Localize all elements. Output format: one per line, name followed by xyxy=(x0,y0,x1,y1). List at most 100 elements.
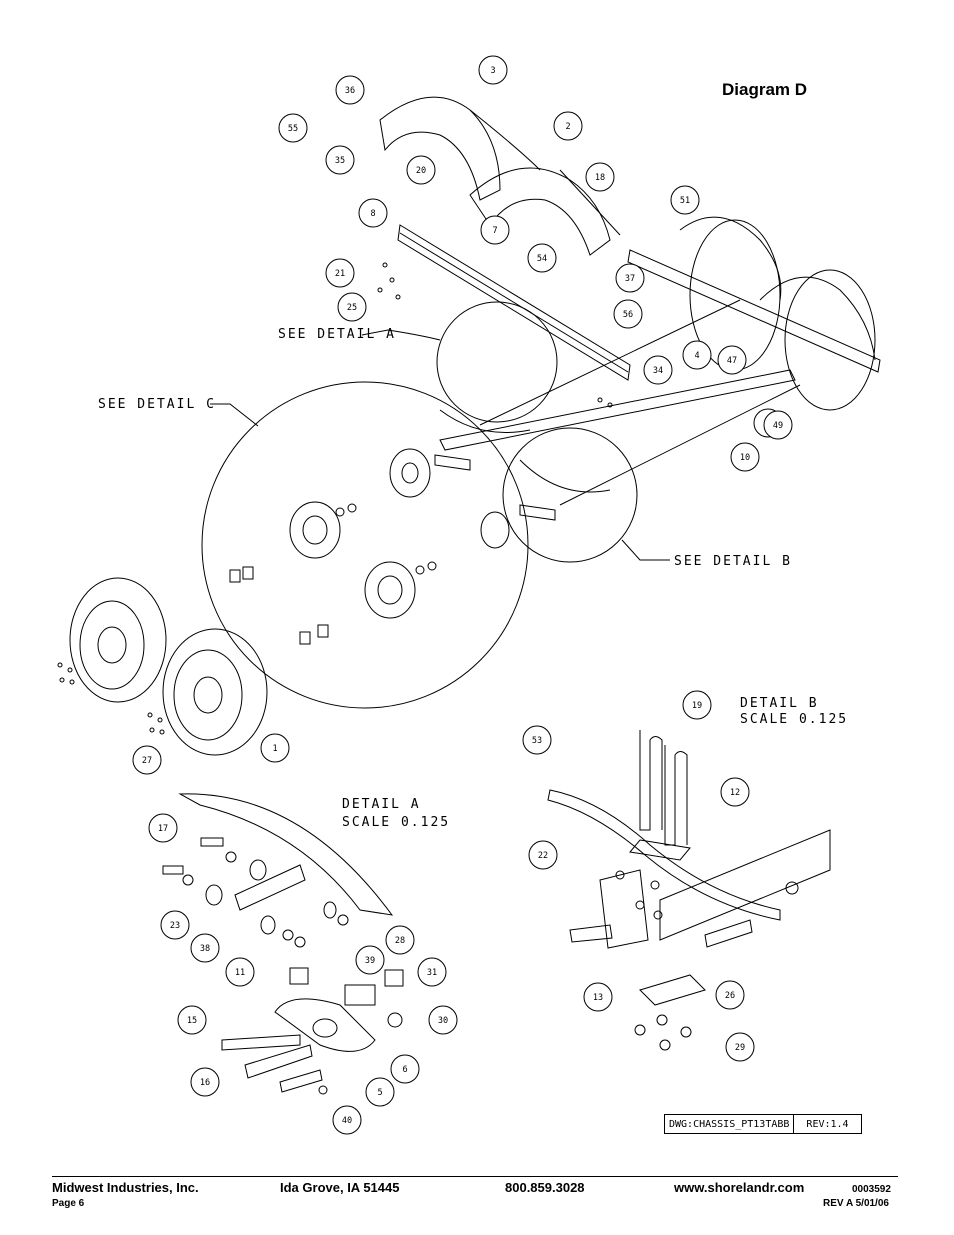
callout-circle-29 xyxy=(725,1032,755,1062)
footer-company: Midwest Industries, Inc. xyxy=(52,1180,199,1195)
callout-circle-31 xyxy=(417,957,447,987)
detail-b-title: DETAIL B xyxy=(740,696,819,711)
drawing-revision: REV:1.4 xyxy=(806,1118,849,1130)
callout-number-2: 2 xyxy=(565,122,570,132)
callout-number-23: 23 xyxy=(170,921,180,931)
detail-a-scale: SCALE 0.125 xyxy=(342,815,450,830)
callout-circle-13 xyxy=(583,982,613,1012)
see-detail-a-label: SEE DETAIL A xyxy=(278,327,396,342)
see-detail-c-label: SEE DETAIL C xyxy=(98,397,216,412)
callout-circle-55 xyxy=(278,113,308,143)
footer-doc-number: 0003592 xyxy=(852,1184,891,1195)
callout-circle-23 xyxy=(160,910,190,940)
drawing-number: DWG:CHASSIS_PT13TABB xyxy=(669,1118,790,1130)
callout-circle-17 xyxy=(148,813,178,843)
detail-b-drawing xyxy=(547,730,831,1051)
callout-circle-10 xyxy=(730,442,760,472)
callout-circle-47 xyxy=(717,345,747,375)
callout-number-15: 15 xyxy=(187,1016,197,1026)
fender-front xyxy=(379,96,541,201)
callout-number-3: 3 xyxy=(490,66,495,76)
callout-circle-22 xyxy=(528,840,558,870)
callout-circle-3 xyxy=(478,55,508,85)
detail-b-circle xyxy=(502,427,638,563)
callout-circle-28 xyxy=(385,925,415,955)
callout-number-55: 55 xyxy=(288,124,298,134)
callout-number-20: 20 xyxy=(416,166,426,176)
footer-page: Page 6 xyxy=(52,1198,85,1209)
callout-circle-26 xyxy=(715,980,745,1010)
callout-number-4: 4 xyxy=(694,351,699,361)
callout-circle-5 xyxy=(365,1077,395,1107)
callout-number-49: 49 xyxy=(773,421,783,431)
detail-a-circle xyxy=(436,301,558,423)
callout-circle-6 xyxy=(390,1054,420,1084)
callout-number-11: 11 xyxy=(235,968,245,978)
callout-circle-27 xyxy=(132,745,162,775)
callout-number-47: 47 xyxy=(727,356,737,366)
callout-number-37: 37 xyxy=(625,274,635,284)
detail-a-drawing xyxy=(162,793,404,1095)
callout-circle-19 xyxy=(682,690,712,720)
tire-left-front xyxy=(162,628,268,756)
callout-circle-40 xyxy=(332,1105,362,1135)
footer-phone: 800.859.3028 xyxy=(505,1180,585,1195)
callout-number-21: 21 xyxy=(335,269,345,279)
detail-c-circle xyxy=(201,381,529,709)
callout-circle-15 xyxy=(177,1005,207,1035)
callout-circle-39 xyxy=(355,945,385,975)
callout-circle-51 xyxy=(670,185,700,215)
callout-circle-18 xyxy=(585,162,615,192)
callout-circle-49 xyxy=(763,410,793,440)
footer-rule xyxy=(52,1176,898,1177)
callout-number-17: 17 xyxy=(158,824,168,834)
callout-number-1: 1 xyxy=(272,744,277,754)
callout-circle-12 xyxy=(720,777,750,807)
frame-rail-right xyxy=(627,249,881,373)
drawing-info-box: DWG:CHASSIS_PT13TABB REV:1.4 xyxy=(664,1114,862,1134)
callout-circle-11 xyxy=(225,957,255,987)
callout-number-18: 18 xyxy=(595,173,605,183)
callout-circle-37 xyxy=(615,263,645,293)
callout-number-34: 34 xyxy=(653,366,663,376)
fender-rear xyxy=(469,167,621,256)
see-detail-b-label: SEE DETAIL B xyxy=(674,554,792,569)
callout-number-22: 22 xyxy=(538,851,548,861)
frame-rail-left xyxy=(397,224,631,381)
callout-number-31: 31 xyxy=(427,968,437,978)
callout-number-16: 16 xyxy=(200,1078,210,1088)
callout-circle-53 xyxy=(522,725,552,755)
callout-number-13: 13 xyxy=(593,993,603,1003)
callout-number-35: 35 xyxy=(335,156,345,166)
callout-number-7: 7 xyxy=(492,226,497,236)
callout-circle-8 xyxy=(358,198,388,228)
callout-number-10: 10 xyxy=(740,453,750,463)
drawing-box-divider xyxy=(793,1115,802,1133)
callout-number-12: 12 xyxy=(730,788,740,798)
callout-number-56: 56 xyxy=(623,310,633,320)
callout-number-8: 8 xyxy=(370,209,375,219)
callout-number-51: 51 xyxy=(680,196,690,206)
footer-city: Ida Grove, IA 51445 xyxy=(280,1180,400,1195)
footer-website: www.shorelandr.com xyxy=(674,1180,805,1195)
callout-number-39: 39 xyxy=(365,956,375,966)
callout-number-19: 19 xyxy=(692,701,702,711)
callout-circle-54 xyxy=(527,243,557,273)
callout-circle-35 xyxy=(325,145,355,175)
diagram-title: Diagram D xyxy=(722,80,808,99)
callout-circle-56 xyxy=(613,299,643,329)
callout-circle-25 xyxy=(337,292,367,322)
callout-number-53: 53 xyxy=(532,736,542,746)
detail-b-scale: SCALE 0.125 xyxy=(740,712,848,727)
callout-circle-34 xyxy=(643,355,673,385)
tire-left-rear xyxy=(69,577,167,703)
callout-number-40: 40 xyxy=(342,1116,352,1126)
callout-number-27: 27 xyxy=(142,756,152,766)
callout-bubbles: 1234567891011121315161718192021222325262… xyxy=(132,55,793,1135)
callout-number-25: 25 xyxy=(347,303,357,313)
callout-number-5: 5 xyxy=(377,1088,382,1098)
callout-circle-7 xyxy=(480,215,510,245)
callout-number-36: 36 xyxy=(345,86,355,96)
callout-number-6: 6 xyxy=(402,1065,407,1075)
